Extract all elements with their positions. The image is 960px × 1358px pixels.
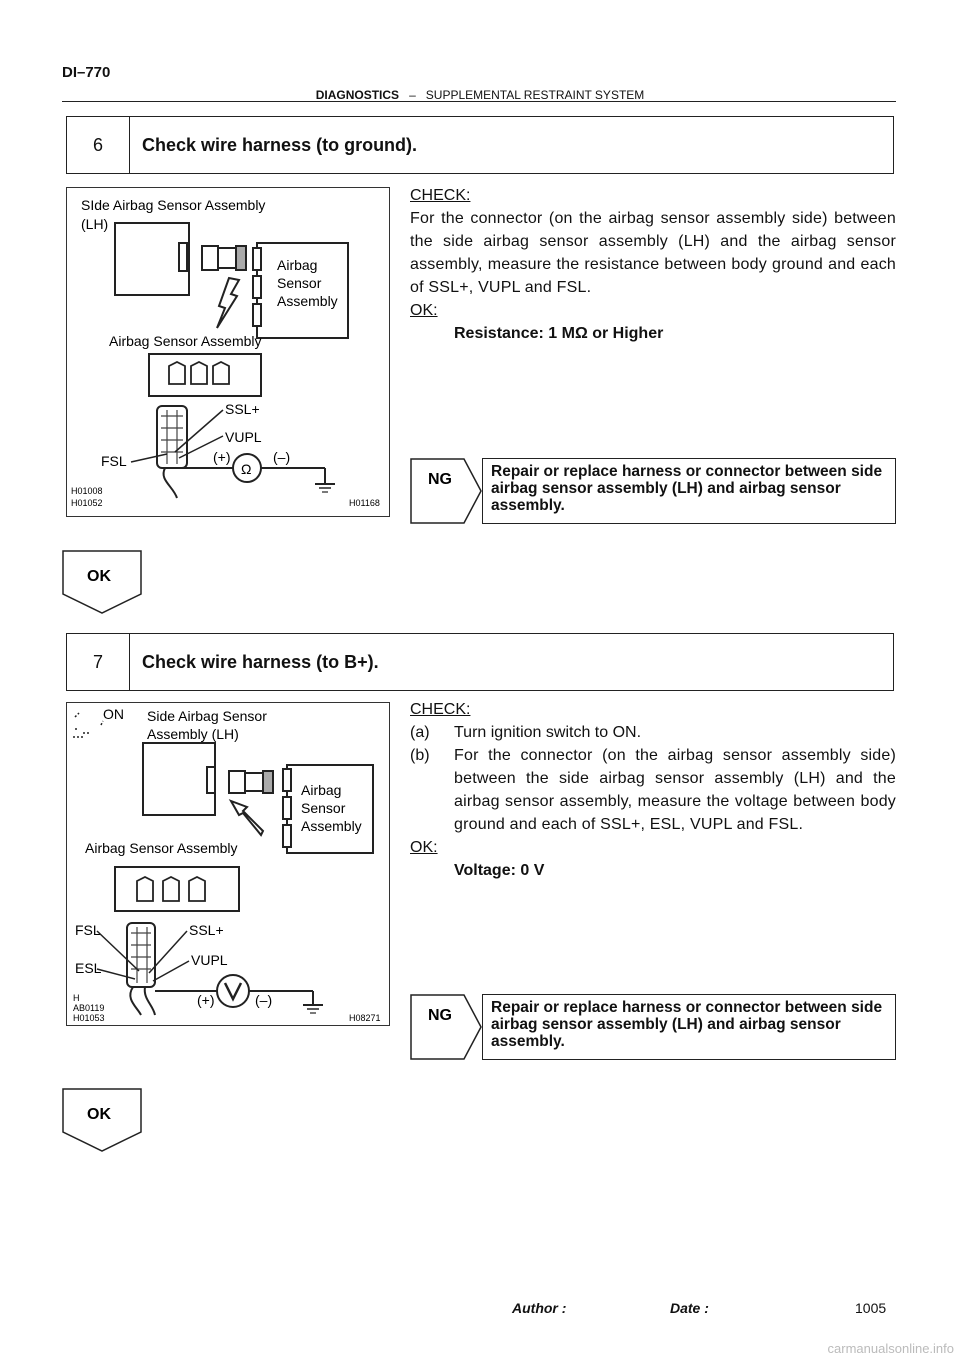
direction-arrow-icon <box>228 799 265 837</box>
check-item-a: (a) Turn ignition switch to ON. <box>410 721 896 744</box>
plug-right <box>235 245 247 271</box>
item-text: Turn ignition switch to ON. <box>454 724 642 741</box>
side-sensor-box <box>114 222 190 296</box>
ng-label: NG <box>428 1007 452 1024</box>
pin-fsl: FSL <box>75 922 101 938</box>
ng-arrow-6: NG <box>410 458 482 524</box>
step-title: Check wire harness (to B+). <box>142 651 379 672</box>
pin-ssl: SSL+ <box>225 401 260 417</box>
ng-arrow-7: NG <box>410 994 482 1060</box>
step-6-text: CHECK: For the connector (on the airbag … <box>410 184 896 345</box>
ohm-symbol-icon: Ω <box>241 461 251 477</box>
check-item-b: (b) For the connector (on the airbag sen… <box>410 744 896 836</box>
footer-date: Date : <box>670 1300 709 1316</box>
connector-face <box>148 353 262 397</box>
meter-plus: (+) <box>213 449 231 465</box>
watermark: carmanualsonline.info <box>827 1341 954 1356</box>
header-rule <box>62 101 896 102</box>
step-7-text: CHECK: (a) Turn ignition switch to ON. (… <box>410 698 896 882</box>
figure-code-2: H01052 <box>71 498 103 508</box>
ng-label: NG <box>428 471 452 488</box>
connector-label: Airbag Sensor Assembly <box>109 333 262 349</box>
pin-fsl: FSL <box>101 453 127 469</box>
ignition-key-icon <box>73 712 104 738</box>
item-text: For the connector (on the airbag sensor … <box>454 747 896 833</box>
ignition-on-label: ON <box>103 706 124 722</box>
meter-plus: (+) <box>197 992 215 1008</box>
meter-minus: (–) <box>255 992 272 1008</box>
airbag-label-2: Sensor <box>301 800 346 816</box>
ok-spec: Voltage: 0 V <box>454 862 545 879</box>
check-text: For the connector (on the airbag sensor … <box>410 210 896 296</box>
footer-author: Author : <box>512 1300 567 1316</box>
ok-marker-label: OK <box>87 568 111 585</box>
figure-code-1: H01008 <box>71 486 103 496</box>
step-6-header: 6 Check wire harness (to ground). <box>66 116 894 174</box>
ok-spec: Resistance: 1 MΩ or Higher <box>454 325 664 342</box>
check-label: CHECK: <box>410 187 471 204</box>
airbag-label-1: Airbag <box>301 782 341 798</box>
footer-page-number: 1005 <box>855 1300 887 1316</box>
pin-ssl: SSL+ <box>189 922 224 938</box>
side-connector <box>178 242 188 272</box>
airbag-sensor-box <box>286 764 374 854</box>
step-7-header: 7 Check wire harness (to B+). <box>66 633 894 691</box>
step-7-figure: ON Side Airbag Sensor Assembly (LH) Airb… <box>66 702 390 1026</box>
ok-label: OK: <box>410 302 438 319</box>
airbag-label-2: Sensor <box>277 275 322 291</box>
step-number: 6 <box>67 117 130 173</box>
voltmeter-icon <box>216 974 250 1008</box>
pin-esl: ESL <box>75 960 102 976</box>
ok-label: OK: <box>410 839 438 856</box>
subsection-title: SUPPLEMENTAL RESTRAINT SYSTEM <box>425 88 645 102</box>
connector-body <box>156 405 188 469</box>
connector-body <box>126 922 156 988</box>
item-label: (b) <box>410 747 430 764</box>
fig-title-line1: Side Airbag Sensor <box>147 708 267 724</box>
item-label: (a) <box>410 724 430 741</box>
ok-marker-label: OK <box>87 1106 111 1123</box>
meter-minus: (–) <box>273 449 290 465</box>
ng-action-6: Repair or replace harness or connector b… <box>482 458 896 524</box>
fig-title-line2: (LH) <box>81 216 108 232</box>
ng-action-7: Repair or replace harness or connector b… <box>482 994 896 1060</box>
ok-marker-7: OK <box>62 1088 142 1152</box>
connector-label: Airbag Sensor Assembly <box>85 840 238 856</box>
step-6-figure: SIde Airbag Sensor Assembly (LH) Airbag … <box>66 187 390 517</box>
fig-title-line2: Assembly (LH) <box>147 726 239 742</box>
header-dash: – <box>409 88 416 102</box>
side-sensor-box <box>142 742 216 816</box>
check-label: CHECK: <box>410 701 471 718</box>
airbag-label-1: Airbag <box>277 257 317 273</box>
fig-title-line1: SIde Airbag Sensor Assembly <box>81 197 265 213</box>
airbag-label-3: Assembly <box>301 818 362 834</box>
figure-code-3: H08271 <box>349 1013 381 1023</box>
figure-code-1: AB0119 <box>73 1003 104 1013</box>
pin-vupl: VUPL <box>191 952 228 968</box>
running-header: DIAGNOSTICS – SUPPLEMENTAL RESTRAINT SYS… <box>0 88 960 102</box>
connector-face <box>114 866 240 912</box>
ok-marker-6: OK <box>62 550 142 614</box>
direction-arrow-icon <box>216 276 241 329</box>
section-title: DIAGNOSTICS <box>315 88 400 102</box>
figure-code-2: H01053 <box>73 1013 105 1023</box>
plug-mid <box>217 247 237 269</box>
pin-vupl: VUPL <box>225 429 262 445</box>
step-number: 7 <box>67 634 130 690</box>
plug-left <box>201 245 219 271</box>
figure-code-3: H01168 <box>349 498 380 508</box>
page-code: DI–770 <box>62 64 111 81</box>
step-title: Check wire harness (to ground). <box>142 134 418 155</box>
airbag-label-3: Assembly <box>277 293 338 309</box>
figure-code-0: H <box>73 993 80 1003</box>
